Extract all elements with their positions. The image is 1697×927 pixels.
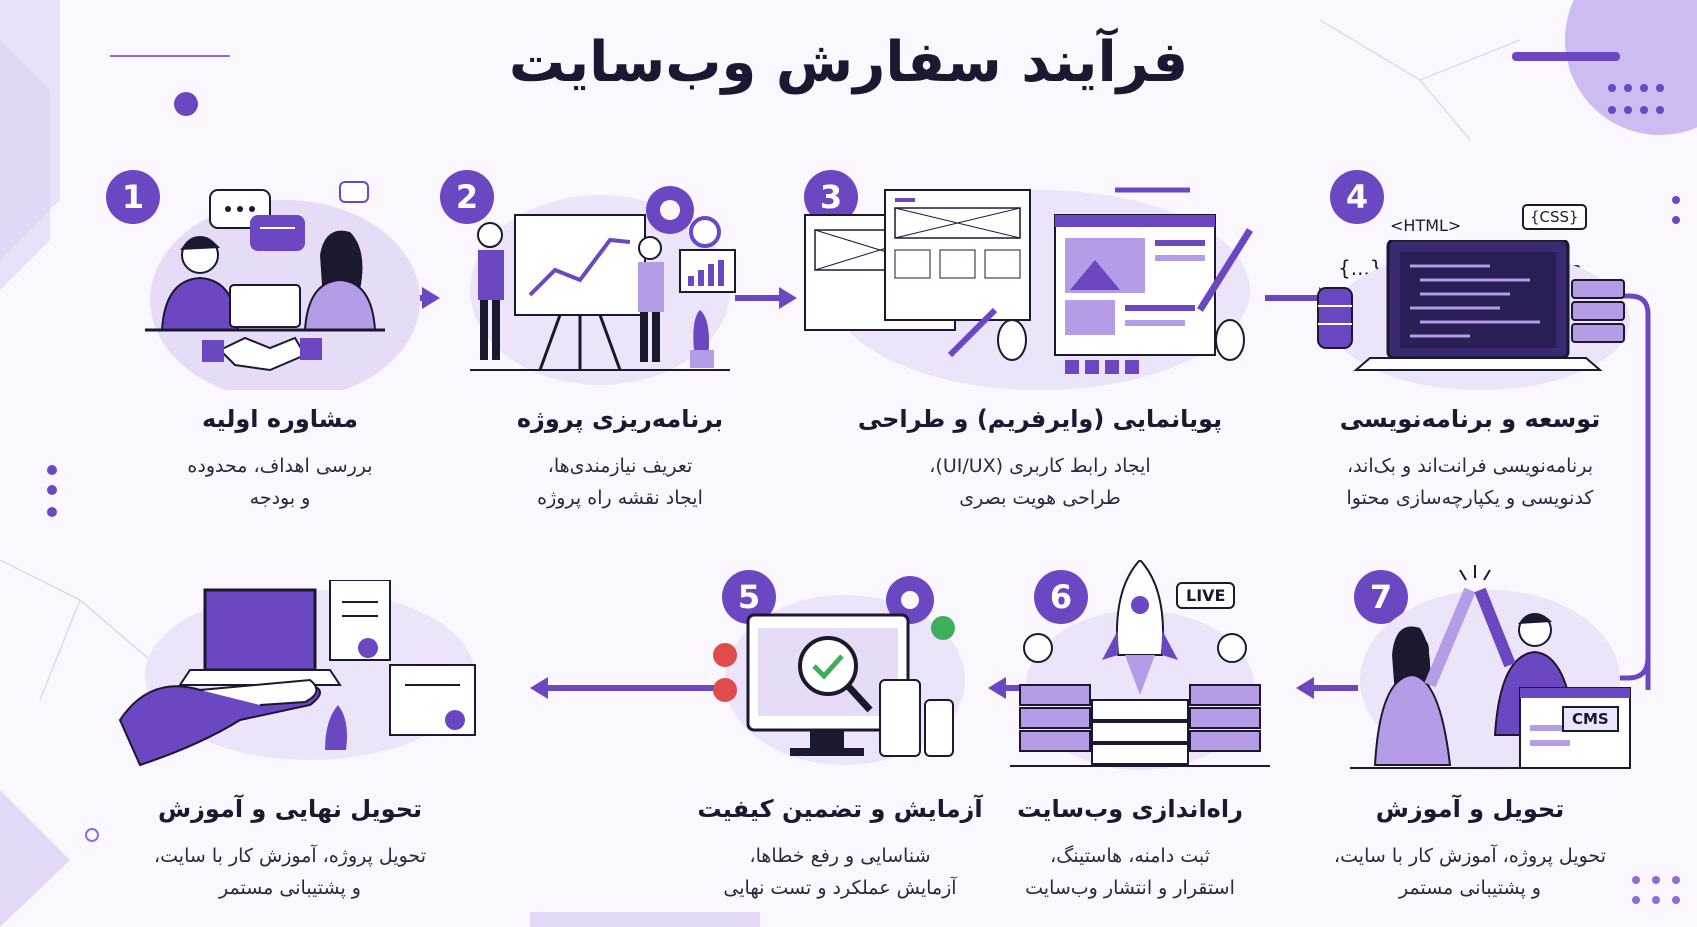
rocket-server-illustration <box>1010 560 1270 770</box>
step-description: بررسی اهداف، محدوده <box>187 455 373 477</box>
live-badge: LIVE <box>1176 582 1236 609</box>
step-delivery: 7 CMS تحویل و آموزش تحویل پروژه، آموزش ک… <box>1270 560 1670 900</box>
arrow-left-icon <box>530 677 714 699</box>
step-description: کدنویسی و یکپارچه‌سازی محتوا <box>1346 487 1594 509</box>
page-title: فرآیند سفارش وب‌سایت <box>508 30 1189 95</box>
step-description: ایجاد رابط کاربری (UI/UX)، <box>929 455 1151 477</box>
step-title: توسعه و برنامه‌نویسی <box>1339 405 1601 433</box>
step-description: تحویل پروژه، آموزش کار با سایت، <box>154 845 426 867</box>
step-title: تحویل نهایی و آموزش <box>158 795 422 823</box>
step-description: طراحی هویت بصری <box>959 487 1121 509</box>
css-tag-label: {CSS} <box>1522 204 1587 230</box>
design-illustration <box>804 187 1253 390</box>
step-number-badge: 7 <box>1354 570 1408 624</box>
step-description: تحویل پروژه، آموزش کار با سایت، <box>1334 845 1606 867</box>
step-description: استقرار و انتشار وب‌سایت <box>1025 877 1235 899</box>
step-description: آزمایش عملکرد و تست نهایی <box>723 877 957 899</box>
connector-line <box>1602 293 1651 690</box>
arrow-right-icon <box>735 287 797 309</box>
step-title: آزمایش و تضمین کیفیت <box>697 795 983 823</box>
step-launch: 6 LIVE راه‌اندازی وب‌سایت ثبت دامنه، هاس… <box>970 560 1290 900</box>
step-description: تعریف نیازمندی‌ها، <box>547 455 693 477</box>
step-number-badge: 6 <box>1034 570 1088 624</box>
quality-testing-illustration <box>713 576 965 765</box>
step-description: ایجاد نقشه راه پروژه <box>537 487 703 509</box>
planning-illustration <box>470 186 736 385</box>
step-number-badge: 1 <box>106 170 160 224</box>
step-title: پویانمایی (وایرفریم) و طراحی <box>857 405 1223 433</box>
step-description: و پشتیبانی مستمر <box>1399 877 1541 899</box>
step-number-badge: 2 <box>440 170 494 224</box>
step-number-badge: 4 <box>1330 170 1384 224</box>
step-title: مشاوره اولیه <box>201 405 359 433</box>
step-description: و پشتیبانی مستمر <box>219 877 361 899</box>
step-description: و بودجه <box>249 487 311 509</box>
step-design: 3 پویانمایی (وایرفریم) و طراحی ایجاد راب… <box>804 160 1253 520</box>
step-title: برنامه‌ریزی پروژه <box>516 405 724 433</box>
step-consultation: 1 مشاوره اولیه بررسی اهداف، محدوده و بود… <box>80 160 480 520</box>
step-title: تحویل و آموزش <box>1375 795 1565 823</box>
code-laptop-icon <box>1317 240 1630 390</box>
step-description: شناسایی و رفع خطاها، <box>749 845 931 867</box>
consultation-illustration <box>145 181 420 390</box>
step-development: 4 <HTML> {CSS} JS {...} توسعه و برنامه‌ن… <box>1270 160 1670 520</box>
step-planning: 2 برنامه‌ریزی پروژه تعریف نیازمندی‌ها، ا… <box>420 160 820 520</box>
step-title: راه‌اندازی وب‌سایت <box>1017 795 1243 823</box>
step-testing: 5 آزمایش و تضمین کیفیت شناسایی و رفع خطا… <box>690 560 990 900</box>
cms-label: CMS <box>1562 706 1619 732</box>
html-tag-label: <HTML> <box>1390 216 1462 235</box>
delivery-celebration-illustration <box>1350 565 1631 770</box>
step-description: برنامه‌نویسی فرانت‌اند و بک‌اند، <box>1347 455 1593 477</box>
arrow-left-icon <box>1296 677 1358 699</box>
final-delivery-illustration <box>118 580 476 767</box>
step-description: ثبت دامنه، هاستینگ، <box>1050 845 1210 867</box>
step-final-delivery: تحویل نهایی و آموزش تحویل پروژه، آموزش ک… <box>100 560 480 900</box>
